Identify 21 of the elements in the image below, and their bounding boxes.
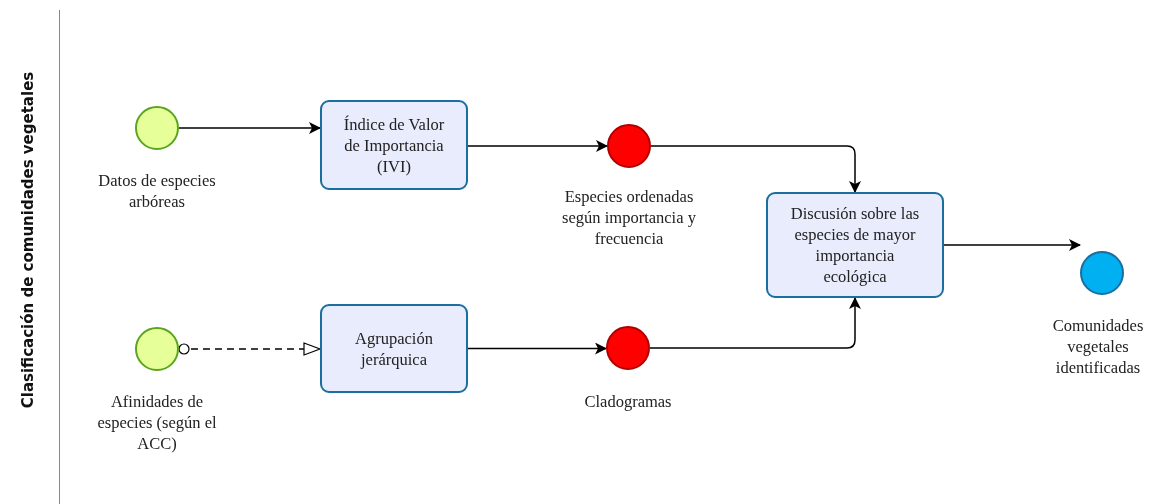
lane-title: Clasificación de comunidades vegetales [19, 70, 37, 411]
event-caption: Comunidades vegetales identificadas [1051, 315, 1145, 378]
process-box: Índice de Valor de Importancia (IVI) [320, 100, 468, 190]
arrow [178, 342, 321, 356]
event-caption: Afinidades de especies (según el ACC) [96, 391, 218, 454]
event-circle [606, 326, 650, 370]
arrow [467, 140, 608, 152]
event-circle [135, 106, 179, 150]
arrow [467, 342, 607, 355]
process-box: Discusión sobre las especies de mayor importancia ecológica [766, 192, 944, 298]
event-circle [607, 124, 651, 168]
arrow [943, 239, 1081, 251]
event-caption: Datos de especies arbóreas [97, 170, 217, 212]
process-box: Agrupación jerárquica [320, 304, 468, 393]
arrow [649, 297, 861, 349]
arrow [178, 122, 321, 134]
event-caption: Cladogramas [583, 391, 673, 412]
event-circle [1080, 251, 1124, 295]
event-caption: Especies ordenadas según importancia y frecuencia [561, 186, 697, 249]
arrow [650, 145, 861, 193]
event-circle [135, 327, 179, 371]
